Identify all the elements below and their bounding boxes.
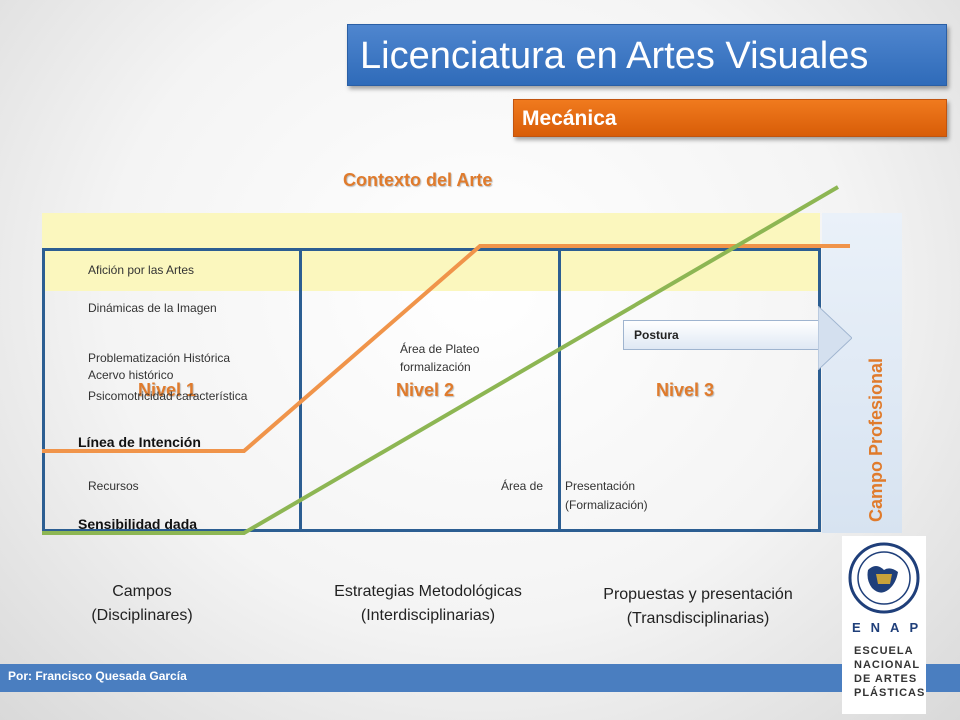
sensitivity-line-label: Sensibilidad dada bbox=[78, 516, 198, 532]
logo-line-4: PLÁSTICAS bbox=[854, 687, 926, 699]
level-3-panel bbox=[558, 248, 821, 532]
column-2-title: Estrategias Metodológicas bbox=[334, 583, 522, 600]
item-recursos: Recursos bbox=[88, 479, 139, 493]
professional-field-label-svg: Campo Profesional bbox=[866, 358, 886, 522]
footer-bar bbox=[0, 664, 960, 692]
plateo-label-1: Área de Plateo bbox=[400, 342, 480, 356]
column-2-label: Estrategias Metodológicas (Interdiscipli… bbox=[300, 580, 556, 628]
intention-line-label: Línea de Intención bbox=[78, 434, 201, 450]
professional-field-label: Campo Profesional bbox=[866, 358, 886, 522]
item-acervo: Acervo histórico bbox=[88, 368, 174, 382]
column-3-label: Propuestas y presentación (Transdiscipli… bbox=[570, 583, 826, 631]
item-psicomotricidad: Psicomotricidad característica bbox=[88, 389, 248, 403]
professional-field-panel bbox=[822, 213, 902, 533]
column-2-subtitle: (Interdisciplinarias) bbox=[360, 607, 496, 624]
logo-line-1: ESCUELA bbox=[854, 645, 914, 657]
unam-seal-icon bbox=[848, 542, 920, 614]
presentacion-prefix: Área de bbox=[501, 479, 544, 493]
context-band bbox=[42, 213, 820, 291]
level-2-label: Nivel 2 bbox=[396, 380, 455, 400]
intention-line bbox=[42, 244, 850, 453]
postura-box: Postura bbox=[623, 320, 821, 350]
postura-arrow-head bbox=[818, 306, 852, 370]
logo-line-3: DE ARTES bbox=[854, 673, 918, 685]
sensitivity-line bbox=[42, 185, 840, 535]
level-1-label: Nivel 1 bbox=[138, 380, 197, 400]
context-title: Contexto del Arte bbox=[343, 170, 493, 190]
presentacion-line-1: Presentación bbox=[565, 479, 636, 493]
slide-subtitle: Mecánica bbox=[513, 99, 947, 137]
author-credit: Por: Francisco Quesada García bbox=[8, 669, 187, 683]
plateo-label-2: formalización bbox=[400, 360, 471, 374]
logo-name: ENAP bbox=[852, 620, 929, 635]
item-aficion: Afición por las Artes bbox=[88, 263, 195, 277]
enap-logo: ENAP ESCUELA NACIONAL DE ARTES PLÁSTICAS bbox=[842, 536, 926, 714]
column-3-title: Propuestas y presentación bbox=[603, 586, 793, 603]
slide-title: Licenciatura en Artes Visuales bbox=[347, 24, 947, 86]
logo-line-2: NACIONAL bbox=[854, 659, 921, 671]
column-1-title: Campos bbox=[112, 583, 172, 600]
column-3-subtitle: (Transdisciplinarias) bbox=[626, 610, 770, 627]
item-dinamicas: Dinámicas de la Imagen bbox=[88, 301, 217, 315]
item-problematizacion: Problematización Histórica bbox=[88, 351, 231, 365]
level-3-label: Nivel 3 bbox=[656, 380, 715, 400]
column-1-label: Campos (Disciplinares) bbox=[62, 580, 222, 628]
column-1-subtitle: (Disciplinares) bbox=[91, 607, 193, 624]
presentacion-line-2: (Formalización) bbox=[565, 498, 648, 512]
